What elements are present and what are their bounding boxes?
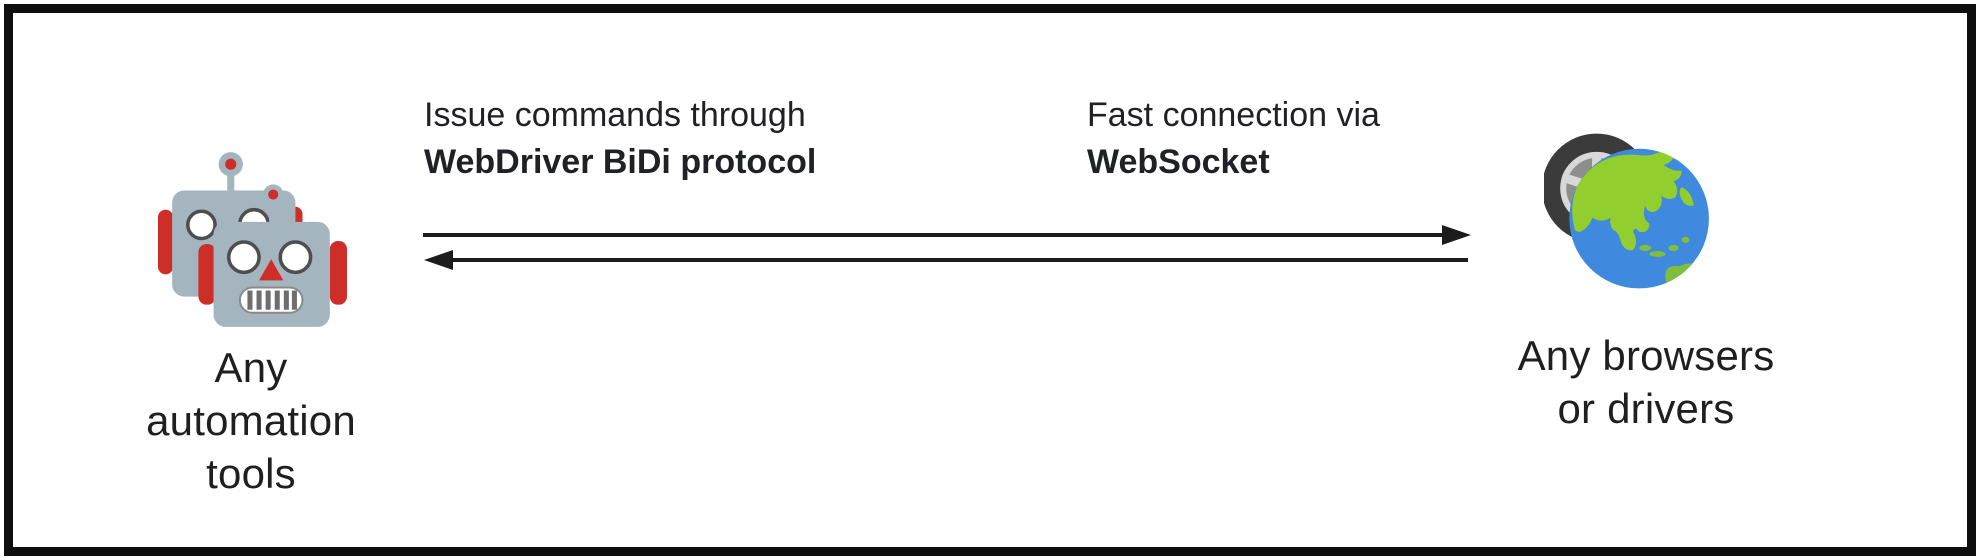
left-node-label-line: automation: [146, 397, 356, 444]
websocket-annotation-line2: WebSocket: [1087, 143, 1270, 181]
websocket-annotation-line1: Fast connection via: [1087, 96, 1380, 134]
left-node-label-line: Any: [214, 344, 288, 391]
wheel-globe-icon: [1544, 133, 1709, 289]
bidi-annotation-line2: WebDriver BiDi protocol: [424, 143, 817, 181]
left-node-label-line: tools: [206, 450, 296, 497]
globe-icon: [1569, 148, 1709, 289]
bidi-annotation: Issue commands through WebDriver BiDi pr…: [424, 92, 816, 186]
arrow-left-head-icon: [424, 250, 453, 270]
bidi-annotation-line1: Issue commands through: [424, 96, 806, 134]
bidirectional-arrows: [423, 225, 1471, 270]
left-node-label: Any automation tools: [98, 341, 404, 500]
arrow-right-head-icon: [1442, 225, 1471, 245]
arrow-right: [423, 225, 1471, 245]
right-node-label-line: or drivers: [1557, 385, 1735, 432]
websocket-annotation: Fast connection via WebSocket: [1087, 92, 1380, 186]
front-robot-head: [198, 184, 347, 327]
right-node-label: Any browsers or drivers: [1478, 329, 1814, 435]
arrow-left: [424, 250, 1468, 270]
right-node-label-line: Any browsers: [1517, 332, 1775, 379]
robots-icon: [158, 152, 347, 327]
